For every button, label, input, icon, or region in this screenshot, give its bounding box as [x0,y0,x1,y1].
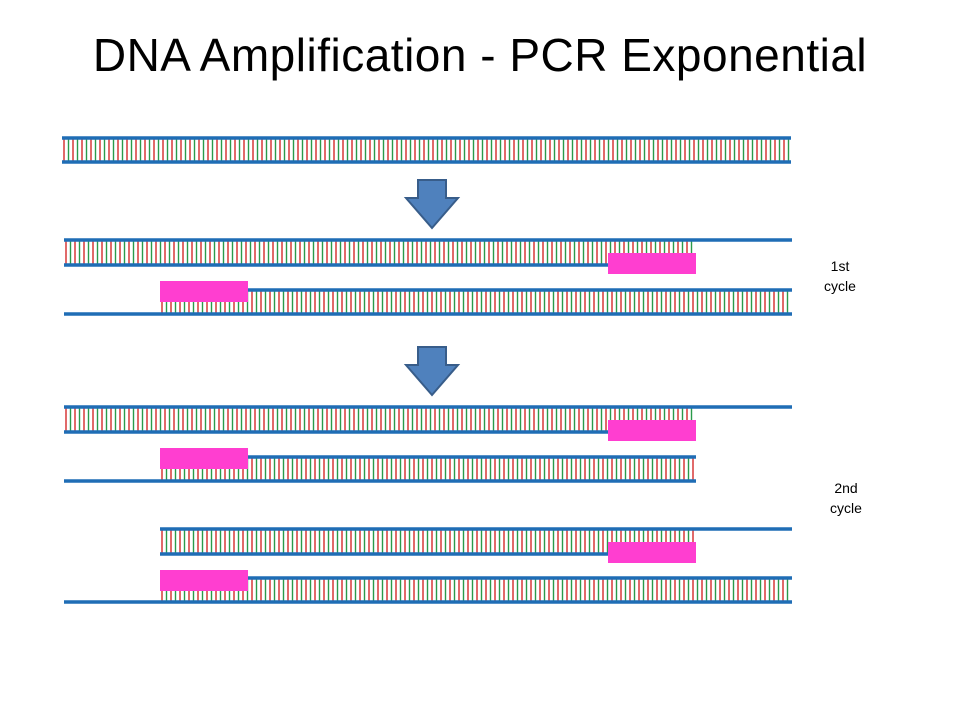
down-arrow-icon [403,179,461,230]
cycle-label-2nd: 2nd cycle [806,478,886,518]
template-duplex [62,136,791,164]
primer [160,281,248,302]
cycle-label-1st-line1: 1st [830,258,850,274]
cycle2-duplex-d [64,576,792,604]
primer [160,570,248,591]
cycle-label-2nd-line2: cycle [830,500,862,516]
cycle2-duplex-b [64,455,696,483]
cycle-label-1st-line2: cycle [824,278,856,294]
down-arrow-icon [403,346,461,397]
primer [608,420,696,441]
cycle1-duplex-a [64,238,792,267]
cycle2-duplex-a [64,405,792,434]
page-title: DNA Amplification - PCR Exponential [92,29,868,81]
primer [608,542,696,563]
cycle-label-1st: 1st cycle [800,256,880,296]
cycle2-duplex-c [160,527,792,556]
cycle-label-2nd-line1: 2nd [834,480,858,496]
primer [608,253,696,274]
primer [160,448,248,469]
